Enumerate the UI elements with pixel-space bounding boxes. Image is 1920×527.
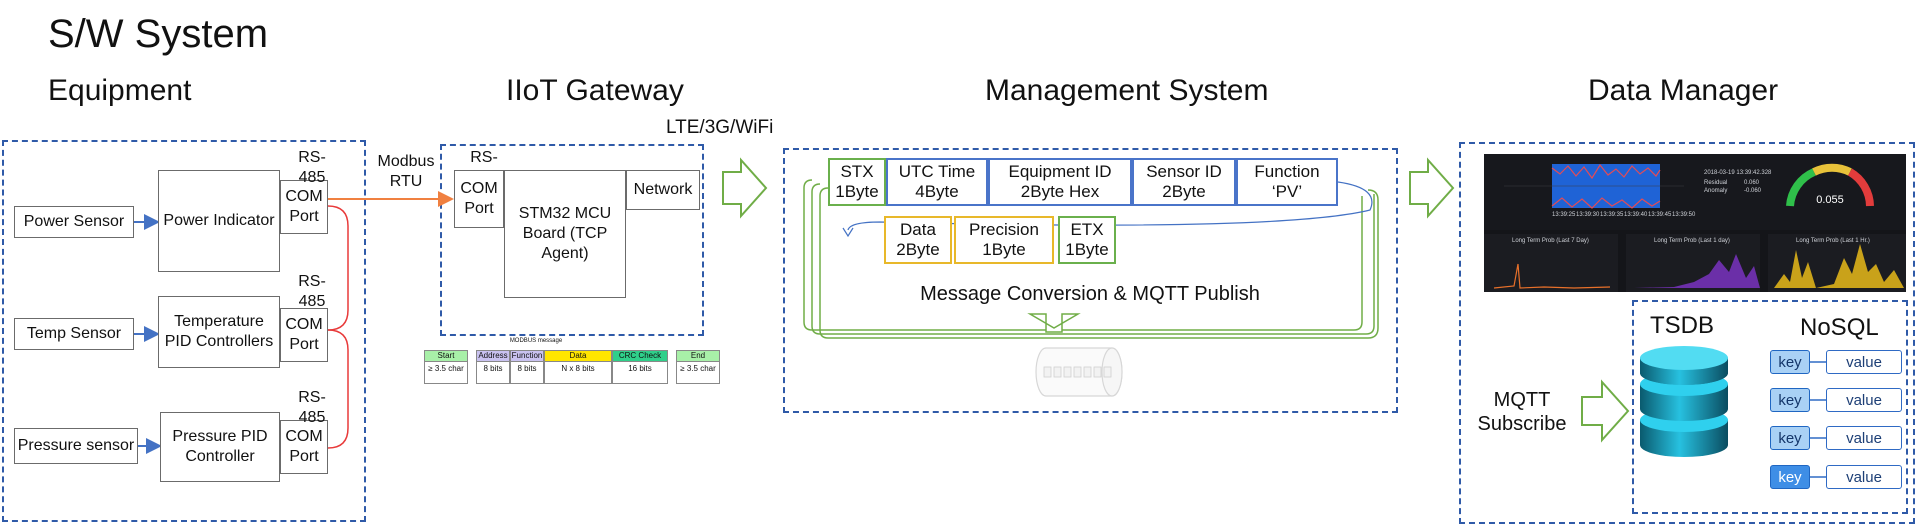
packet-field-data: Data 2Byte [884,216,952,264]
link-arrow-head [842,227,854,238]
modbus-start: Start ≥ 3.5 char [424,350,468,384]
stm32-mcu-board: STM32 MCU Board (TCP Agent) [504,170,626,298]
modbus-rtu-label: Modbus RTU [377,153,435,190]
modbus-crc-label: CRC Check [613,351,667,362]
gateway-container [440,144,704,336]
lte-3g-wifi-label: LTE/3G/WiFi [666,117,774,138]
packet-field-function: Function ‘PV’ [1236,158,1338,206]
section-management-title: Management System [985,74,1269,107]
power-sensor: Power Sensor [14,206,134,238]
message-queue-icon [1035,347,1123,397]
pressure-pid-controller: Pressure PID Controller [160,412,280,482]
modbus-crc: CRC Check 16 bits [612,350,668,384]
nosql-label: NoSQL [1800,314,1879,341]
temp-sensor: Temp Sensor [14,318,134,350]
time-tick-4: 13:39:40 [1624,212,1648,218]
modbus-function-label: Function [511,351,543,362]
dashboard-legend-residual: Residual [1704,180,1728,186]
gauge-value: 0.055 [1816,194,1844,206]
dashboard-legend-anomaly: Anomaly [1704,188,1728,194]
packet-field-stx: STX 1Byte [828,158,886,206]
modbus-data-label: Data [545,351,611,362]
section-data-manager-title: Data Manager [1588,74,1779,107]
loop-frame-2 [811,183,1375,335]
modbus-data: Data N x 8 bits [544,350,612,384]
monitoring-dashboard: 2018-03-19 13:39:42.328 Residual Anomaly… [1484,154,1906,292]
loop-frame-1 [803,179,1363,331]
packet-field-utc-time: UTC Time 4Byte [886,158,988,206]
dashboard-value-1: 0.060 [1744,180,1760,186]
modbus-end: End ≥ 3.5 char [676,350,720,384]
modbus-end-value: ≥ 3.5 char [680,364,716,373]
com-port-1: COM Port [280,180,328,234]
tsdb-database-icon [1640,346,1728,457]
rs485-wire-1 [327,205,349,331]
time-tick-1: 13:39:25 [1552,212,1576,218]
down-arrow-queue [1027,313,1081,333]
data-manager-container [1459,142,1915,524]
gateway-com-port: COM Port [454,170,504,228]
modbus-end-label: End [677,351,719,362]
kv-value-1: value [1826,350,1902,374]
modbus-start-label: Start [425,351,467,362]
network-module: Network [626,170,700,210]
dashboard-graphics [1484,154,1906,292]
panel-title-1hr: Long Term Prob (Last 1 Hr.) [1796,238,1870,244]
modbus-data-value: N x 8 bits [561,364,595,373]
link-function-to-data [847,181,1373,231]
kv-value-3: value [1826,426,1902,450]
modbus-address: Address 8 bits [476,350,510,384]
storage-container [1632,300,1908,514]
packet-field-etx: ETX 1Byte [1058,216,1116,264]
tsdb-label: TSDB [1650,312,1715,339]
modbus-address-value: 8 bits [483,364,503,373]
section-equipment-title: Equipment [48,74,192,107]
modbus-address-label: Address [477,351,509,362]
time-tick-6: 13:39:50 [1672,212,1696,218]
time-tick-3: 13:39:35 [1600,212,1624,218]
com-port-3: COM Port [280,420,328,474]
arrow-mqtt-subscribe [1581,379,1630,443]
kv-key-2: key [1770,388,1810,412]
time-tick-2: 13:39:30 [1576,212,1600,218]
equipment-container [2,140,366,522]
rs485-label-3: RS-485 [298,389,326,426]
management-container [783,148,1398,413]
power-indicator: Power Indicator [158,170,280,272]
kv-value-4: value [1826,465,1902,489]
page-title: S/W System [48,12,269,56]
packet-field-precision: Precision 1Byte [954,216,1054,264]
com-port-2: COM Port [280,308,328,362]
loop-frame-3 [819,187,1379,339]
modbus-start-value: ≥ 3.5 char [428,364,464,373]
packet-field-sensor-id: Sensor ID 2Byte [1132,158,1236,206]
dashboard-value-2: -0.060 [1744,188,1762,194]
section-gateway-title: IIoT Gateway [506,74,684,107]
arrow-gateway-to-management [722,157,768,219]
kv-key-1: key [1770,350,1810,374]
panel-title-1day: Long Term Prob (Last 1 day) [1654,238,1730,244]
dashboard-top-title: 2018-03-19 13:39:42.328 [1704,170,1772,176]
modbus-message-title: MODBUS message [509,338,563,344]
rs485-wire-2 [327,329,349,449]
message-conversion-label: Message Conversion & MQTT Publish [920,283,1260,305]
modbus-function: Function 8 bits [510,350,544,384]
mqtt-subscribe-label: MQTT Subscribe [1477,389,1567,435]
time-tick-5: 13:39:45 [1648,212,1672,218]
kv-key-4: key [1770,465,1810,489]
pressure-sensor: Pressure sensor [14,428,138,464]
panel-title-7day: Long Term Prob (Last 7 Day) [1512,238,1589,244]
rs485-label-1: RS-485 [298,149,326,186]
kv-value-2: value [1826,388,1902,412]
modbus-crc-value: 16 bits [628,364,652,373]
arrow-management-to-data-manager [1409,157,1455,219]
rs485-label-2: RS-485 [298,273,326,310]
packet-field-equipment-id: Equipment ID 2Byte Hex [988,158,1132,206]
kv-key-3: key [1770,426,1810,450]
modbus-function-value: 8 bits [517,364,537,373]
temperature-pid-controllers: Temperature PID Controllers [158,296,280,368]
